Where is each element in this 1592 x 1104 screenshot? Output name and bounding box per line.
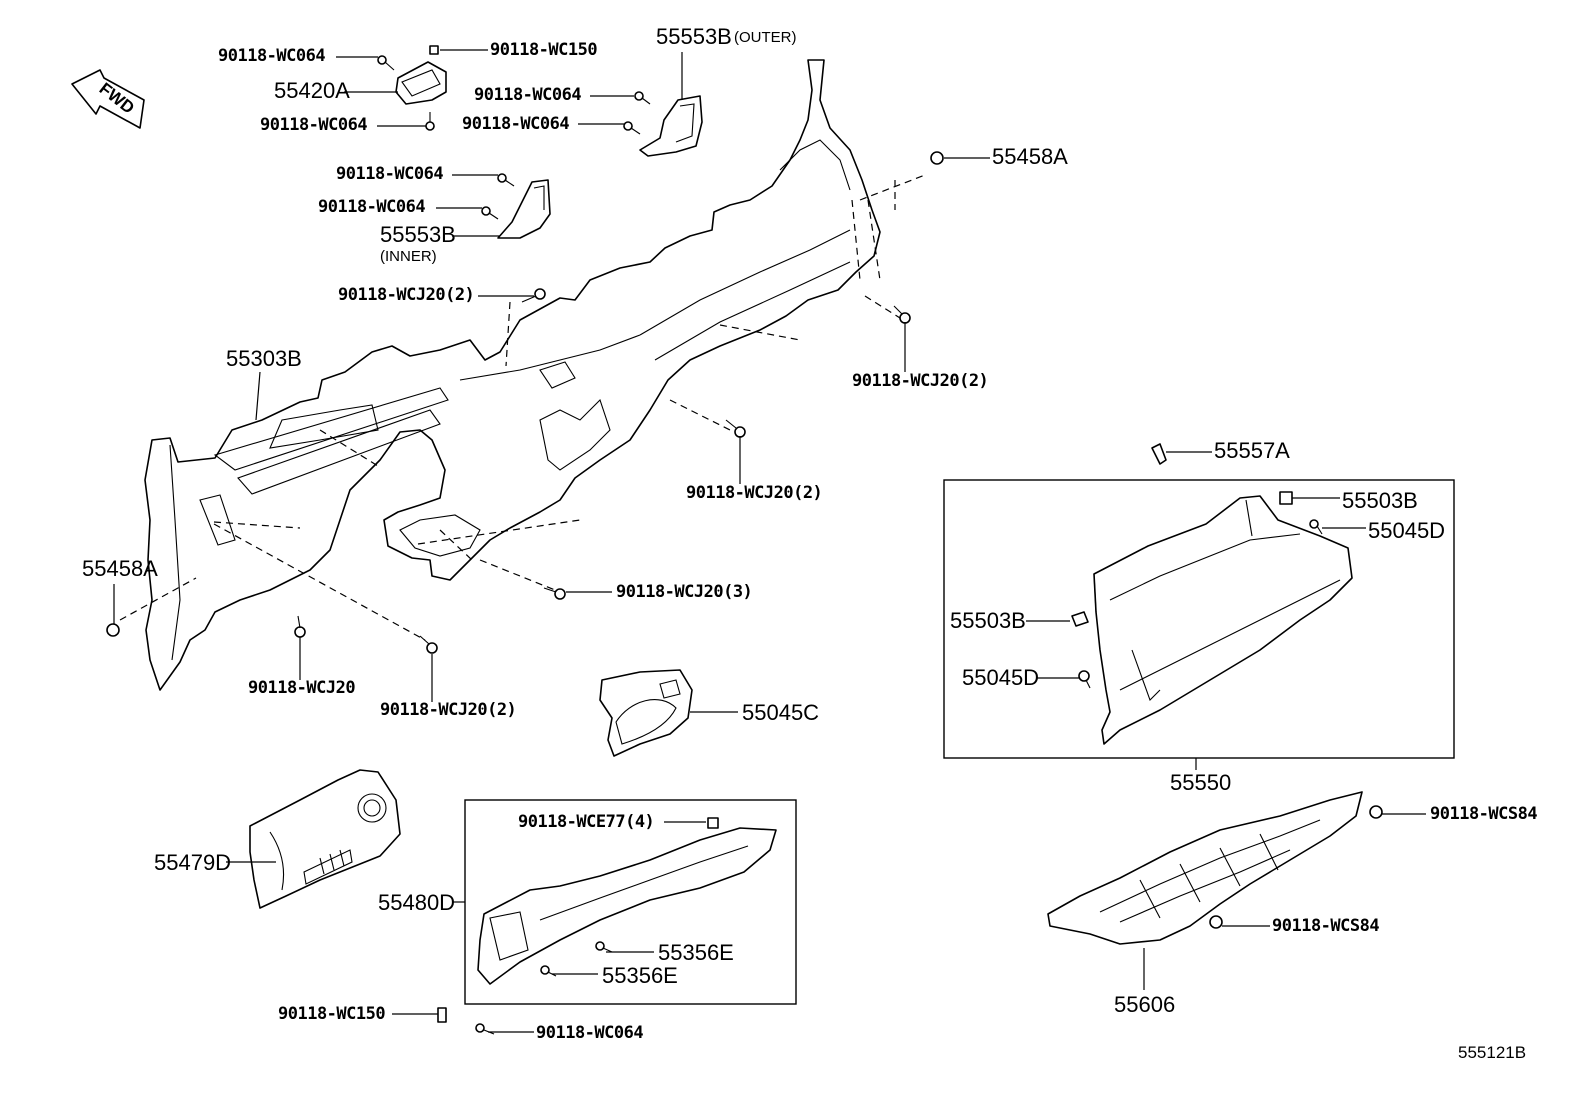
clip-icon [930,151,944,165]
damper-icon [1078,670,1091,689]
label-90118-wc064: 90118-WC064 [218,46,326,66]
label-55480d: 55480D [378,890,456,915]
glove-compartment-55550 [1093,495,1353,745]
undercover-55606 [1047,791,1363,945]
panel-dashed-lines [119,174,926,641]
label-90118-wc064: 90118-WC064 [336,164,444,184]
clip-icon [429,45,439,55]
label-90118-wc064: 90118-WC064 [536,1023,644,1043]
screw-icon [377,55,395,71]
screw-icon [521,288,546,303]
label-55045c: 55045C [742,700,820,725]
label-55303b: 55303B [226,346,302,371]
label-55420a: 55420A [274,78,350,103]
screw-icon [294,615,306,638]
screw-icon [425,112,435,131]
lower-panel-55479d [249,769,401,909]
diagram-number: 555121B [1458,1043,1527,1062]
label-90118-wcj20: 90118-WCJ20 [248,678,356,698]
leader-lines [113,49,1426,1033]
label-55458a: 55458A [992,144,1068,169]
label-90118-wcs84: 90118-WCS84 [1272,916,1380,936]
label-90118-wc150: 90118-WC150 [278,1004,386,1024]
clip-icon [707,817,719,829]
fasteners [106,45,944,654]
box-55550 [943,479,1455,759]
label-55356e: 55356E [602,963,678,988]
label-55606: 55606 [1114,992,1176,1017]
label-90118-wc064: 90118-WC064 [474,85,582,105]
bracket-55553b-inner [497,179,551,239]
lower-panel-55480d [477,827,777,985]
cushion-icon [1071,611,1089,627]
label-55045d: 55045D [1368,518,1446,543]
label-90118-wc064: 90118-WC064 [462,114,570,134]
label-90118-wc064: 90118-WC064 [318,197,426,217]
label-55356e: 55356E [658,940,734,965]
label-90118-wcj20-2: 90118-WCJ20(2) [338,285,475,305]
label-55479d: 55479D [154,850,232,875]
screw-icon [623,121,641,135]
label-90118-wcj20-2: 90118-WCJ20(2) [852,371,989,391]
label-90118-wce77-4: 90118-WCE77(4) [518,812,655,832]
label-55553b-inner: 55553B [380,222,456,247]
damper-icon [1309,519,1323,535]
fwd-arrow-icon: FWD [71,69,145,129]
label-outer-note: (OUTER) [734,29,797,46]
label-90118-wcj20-2: 90118-WCJ20(2) [380,700,517,720]
bracket-55553b-outer [639,95,703,157]
label-55553b-outer: 55553B [656,24,732,49]
screw-icon [893,305,911,324]
label-55458a: 55458A [82,556,158,581]
label-55045d: 55045D [962,665,1040,690]
bracket-55420a [395,61,447,105]
clip-icon [437,1007,447,1023]
screw-icon [540,965,557,977]
label-55550: 55550 [1170,770,1232,795]
clip-icon [1369,805,1383,819]
label-90118-wcj20-3: 90118-WCJ20(3) [616,582,753,602]
screw-icon [543,587,566,600]
label-55503b: 55503B [1342,488,1418,513]
screw-icon [497,173,515,187]
screw-icon [634,91,651,105]
screw-icon [419,635,438,654]
clip-icon [1209,915,1223,929]
label-90118-wcj20-2: 90118-WCJ20(2) [686,483,823,503]
label-55503b: 55503B [950,608,1026,633]
label-90118-wc150: 90118-WC150 [490,40,598,60]
stopper-icon [1151,443,1167,465]
label-90118-wc064: 90118-WC064 [260,115,368,135]
cushion-icon [1279,491,1293,505]
cover-55045c [599,669,693,757]
label-90118-wcs84: 90118-WCS84 [1430,804,1538,824]
instrument-panel-reinforcement-55303b [144,59,881,691]
screw-icon [595,941,613,953]
label-inner-note: (INNER) [380,248,437,265]
label-55557a: 55557A [1214,438,1290,463]
screw-icon [725,419,746,438]
screw-icon [481,206,499,220]
clip-icon [106,623,120,637]
